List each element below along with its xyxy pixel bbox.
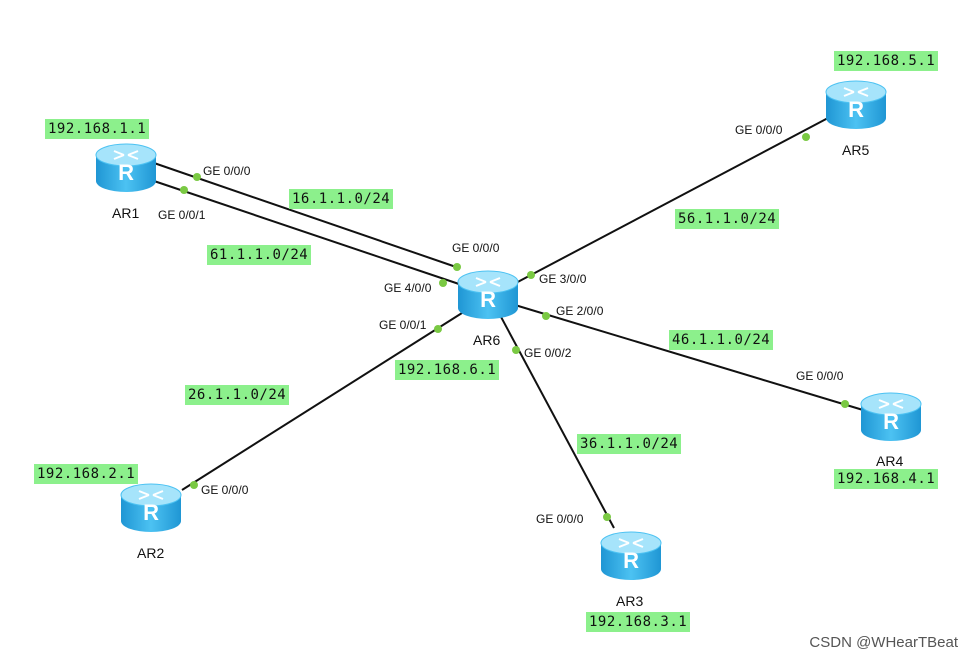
router-ip-ar2: 192.168.2.1	[34, 464, 139, 484]
network-label-56: 56.1.1.0/24	[675, 209, 780, 229]
router-name-ar3: AR3	[616, 593, 644, 609]
port-label-ar1-ge000: GE 0/0/0	[203, 164, 251, 178]
router-icon-ar5[interactable]	[825, 80, 887, 130]
router-name-ar4: AR4	[876, 453, 904, 469]
port-dot	[180, 186, 188, 194]
port-label-ar1-ge001: GE 0/0/1	[158, 208, 206, 222]
link-ar2-ar6	[181, 312, 463, 491]
port-dot	[512, 346, 520, 354]
port-label-ar5-ge000: GE 0/0/0	[735, 123, 783, 137]
router-name-ar6: AR6	[473, 332, 501, 348]
port-dot	[434, 325, 442, 333]
port-dot	[542, 312, 550, 320]
port-label-ar6-ge200: GE 2/0/0	[556, 304, 604, 318]
watermark: CSDN @WHearTBeat	[809, 634, 958, 651]
port-label-ar6-ge300: GE 3/0/0	[539, 272, 587, 286]
port-dot	[603, 513, 611, 521]
router-ip-ar4: 192.168.4.1	[834, 469, 939, 489]
router-icon-ar4[interactable]	[860, 392, 922, 442]
router-icon-ar2[interactable]	[120, 483, 182, 533]
router-ip-ar6: 192.168.6.1	[395, 360, 500, 380]
port-label-ar6-ge000: GE 0/0/0	[452, 241, 500, 255]
router-name-ar2: AR2	[137, 545, 165, 561]
router-ip-ar3: 192.168.3.1	[586, 612, 691, 632]
port-dot	[453, 263, 461, 271]
network-label-46: 46.1.1.0/24	[669, 330, 774, 350]
network-label-16: 16.1.1.0/24	[289, 189, 394, 209]
router-name-ar5: AR5	[842, 142, 870, 158]
port-dot	[802, 133, 810, 141]
router-icon-ar3[interactable]	[600, 531, 662, 581]
port-label-ar2-ge000: GE 0/0/0	[201, 483, 249, 497]
link-ar4-ar6	[514, 304, 864, 411]
link-ar1-ar6-b	[153, 180, 460, 285]
router-icon-ar1[interactable]	[95, 143, 157, 193]
port-dot	[190, 481, 198, 489]
link-ar1-ar6-a	[153, 162, 460, 269]
router-ip-ar5: 192.168.5.1	[834, 51, 939, 71]
port-label-ar6-ge001: GE 0/0/1	[379, 318, 427, 332]
link-ar5-ar6	[511, 117, 829, 286]
router-name-ar1: AR1	[112, 205, 140, 221]
port-label-ar6-ge400: GE 4/0/0	[384, 281, 432, 295]
router-ip-ar1: 192.168.1.1	[45, 119, 150, 139]
port-dot	[193, 173, 201, 181]
port-dot	[841, 400, 849, 408]
network-label-36: 36.1.1.0/24	[577, 434, 682, 454]
port-label-ar3-ge000: GE 0/0/0	[536, 512, 584, 526]
port-dot	[527, 271, 535, 279]
port-label-ar6-ge002: GE 0/0/2	[524, 346, 572, 360]
port-dot	[439, 279, 447, 287]
router-icon-ar6[interactable]	[457, 270, 519, 320]
port-label-ar4-ge000: GE 0/0/0	[796, 369, 844, 383]
network-label-61: 61.1.1.0/24	[207, 245, 312, 265]
network-label-26: 26.1.1.0/24	[185, 385, 290, 405]
